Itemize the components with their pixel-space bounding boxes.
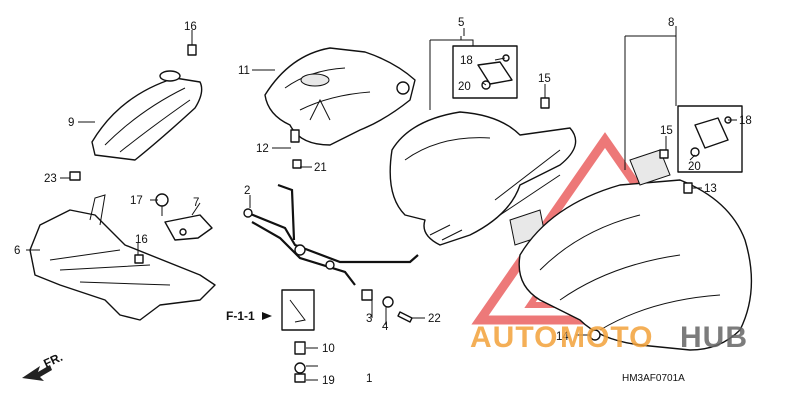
callout-13: 13 [704, 183, 717, 195]
callout-11: 11 [238, 65, 250, 77]
callout-12: 12 [256, 143, 269, 155]
kit-box-5 [429, 36, 518, 110]
part-side-fender [518, 149, 753, 351]
kit-box-8 [624, 35, 743, 173]
part-tube-frame [243, 183, 419, 286]
callout-17: 17 [130, 195, 143, 207]
watermark-hub: HUB [680, 321, 748, 354]
callout-3: 3 [366, 313, 372, 325]
callout-23: 23 [44, 173, 57, 185]
callout-1: 1 [366, 373, 372, 385]
part-handlebar-cover [91, 70, 203, 161]
watermark-logo-text: AUTO MOTO HUB [470, 321, 748, 354]
callout-5: 5 [458, 17, 464, 29]
part-tank-cover [264, 47, 416, 146]
callout-14: 14 [556, 331, 569, 343]
callout-4: 4 [382, 321, 389, 333]
leader-lines [26, 26, 737, 381]
part-lower-guard [29, 194, 216, 321]
callout-18b: 18 [739, 115, 752, 127]
callout-7: 7 [193, 197, 199, 209]
callout-20b: 20 [688, 161, 701, 173]
diagram-code: HM3AF0701A [622, 373, 685, 384]
callout-2: 2 [244, 185, 250, 197]
callout-16a: 16 [184, 21, 197, 33]
callout-labels: 1 2 3 4 5 6 7 8 9 10 11 12 13 14 15 15 1… [14, 17, 752, 387]
callout-18a: 18 [460, 55, 473, 67]
reference-arrow: F-1-1 [226, 309, 272, 323]
callout-10: 10 [322, 343, 335, 355]
fasteners [69, 44, 693, 383]
callout-20a: 20 [458, 81, 471, 93]
callout-16b: 16 [135, 234, 148, 246]
direction-label: FR. [41, 350, 64, 371]
direction-indicator: FR. [22, 350, 65, 381]
callout-9: 9 [68, 117, 74, 129]
callout-8: 8 [668, 17, 674, 29]
part-bracket [155, 193, 213, 241]
reference-label: F-1-1 [226, 309, 255, 323]
callout-21: 21 [314, 162, 327, 174]
reference-detail-group [281, 289, 315, 331]
callout-6: 6 [14, 245, 20, 257]
callout-19: 19 [322, 375, 335, 387]
callout-22: 22 [428, 313, 441, 325]
watermark-moto: MOTO [560, 321, 653, 354]
watermark-auto: AUTO [470, 321, 558, 354]
callout-15b: 15 [660, 125, 673, 137]
callout-15a: 15 [538, 73, 551, 85]
